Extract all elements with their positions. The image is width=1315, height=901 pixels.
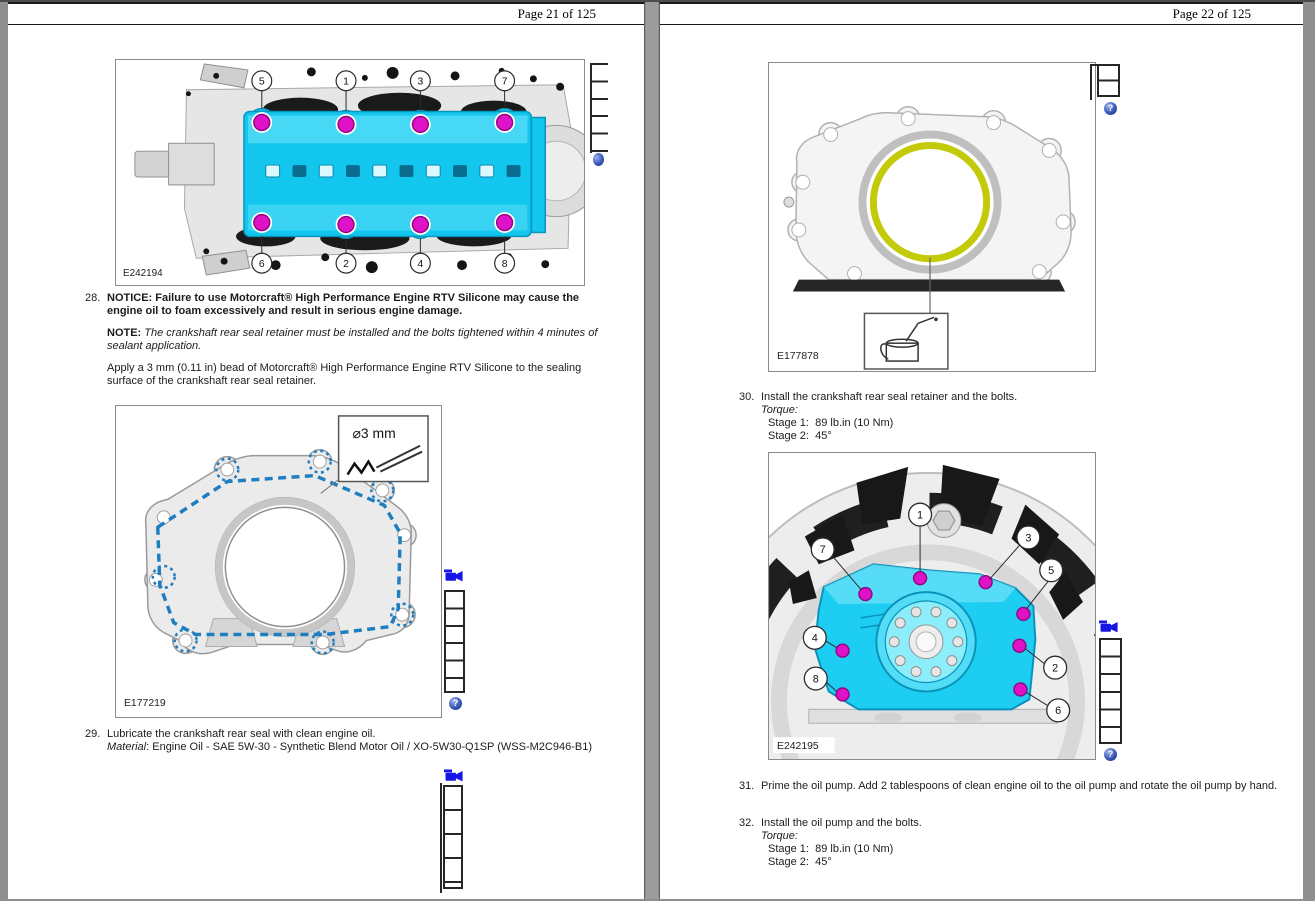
pump-callouts: 1 3 5 7 4 8 2 6 [802,502,1071,723]
step-29-line1: Lubricate the crankshaft rear seal with … [107,728,376,740]
help-glyph: ? [1107,103,1114,113]
material-label: Material [107,741,147,753]
retainer-bolt-holes [791,111,1071,282]
callout-7: 7 [820,544,826,556]
table-border-line [440,783,442,893]
callout-5: 5 [259,76,265,87]
callout-1: 1 [917,509,923,521]
table-cells [443,785,463,889]
table-border-line [1090,64,1092,100]
cyan-oil-pump-highlight [813,563,1037,711]
bedplate-bolts [251,112,516,235]
table-border-line [1090,64,1099,66]
page-22-header-rule [660,24,1303,25]
step-31: 31. Prime the oil pump. Add 2 tablespoon… [739,780,1296,793]
bead-diameter-label: ⌀3 mm [353,425,396,441]
broken-table-cells [590,63,608,153]
window-frame-top [0,0,1315,2]
torque-stage1: Stage 1: 89 lb.in (10 Nm) [768,843,894,855]
step-number: 29. [85,728,101,740]
step-32-line1: Install the oil pump and the bolts. [761,817,922,829]
page-21-header-rule [8,24,644,25]
seal-yellow-highlight [869,141,991,263]
callout-3: 3 [417,76,423,87]
figure-oil-pump: 1 3 5 7 4 8 2 6 E242195 [768,452,1096,760]
page-21: Page 21 of 125 [8,2,645,899]
figure-seal-retainer-bead: ⌀3 mm E177219 [115,405,442,718]
help-glyph: ? [1107,749,1114,759]
note-text: NOTE: The crankshaft rear seal retainer … [107,327,598,352]
step-number: 28. [85,292,101,304]
oil-can-inset [863,257,949,370]
step-30: 30. Install the crankshaft rear seal ret… [739,391,1284,443]
video-camera-icon[interactable] [1099,620,1118,633]
step-number: 30. [739,391,755,403]
broken-table-cells [444,590,465,693]
video-camera-icon[interactable] [444,569,463,582]
broken-table-cells [1090,64,1120,100]
step-29: 29. Lubricate the crankshaft rear seal w… [85,728,604,754]
page-gutter [646,2,658,899]
callout-1: 1 [343,76,349,87]
retainer-plate-illustration [783,105,1076,292]
callout-6: 6 [259,259,265,270]
help-icon[interactable]: ? [1104,102,1117,115]
callout-7: 7 [502,76,508,87]
torque-stage2: Stage 2: 45° [768,430,832,442]
step-number: 31. [739,780,755,792]
callout-6: 6 [1055,705,1061,717]
figure-engine-bedplate: 5 1 3 7 6 2 4 8 E242194 [115,59,585,286]
pump-bolt-circle-holes [888,606,964,678]
callout-3: 3 [1025,532,1031,544]
gasket-edge [792,279,1066,292]
figure-label: E242194 [123,268,163,279]
bedplate-slots [265,164,521,178]
retainer-plate-illustration [144,448,417,656]
torque-stage2: Stage 2: 45° [768,856,832,868]
block-cavities [788,464,1084,620]
step-number: 32. [739,817,755,829]
oil-can-drawing [880,316,935,362]
pump-bolts [835,570,1031,702]
torque-stage1: Stage 1: 89 lb.in (10 Nm) [768,417,894,429]
torque-label: Torque: [761,404,798,416]
figure-label: E177878 [777,351,819,362]
step-29-material: Material: Engine Oil - SAE 5W-30 - Synth… [107,741,592,753]
callout-2: 2 [1052,662,1058,674]
cyan-bedplate-highlight [243,107,547,240]
figure-label: E242195 [777,741,819,752]
help-icon[interactable]: ? [449,697,462,710]
bedplate-callouts: 5 1 3 7 6 2 4 8 [251,70,516,274]
figure-label: E177219 [124,698,166,709]
callout-4: 4 [417,259,423,270]
callout-8: 8 [813,673,819,685]
step-30-line1: Install the crankshaft rear seal retaine… [761,391,1018,403]
notice-text: NOTICE: Failure to use Motorcraft® High … [107,292,580,317]
callout-8: 8 [502,259,508,270]
sealant-squiggle [346,459,376,476]
partial-help-icon[interactable] [593,153,604,166]
broken-table-cells [1099,638,1122,744]
video-camera-icon[interactable] [444,769,463,782]
page-22-header: Page 22 of 125 [1172,6,1251,21]
step-31-text: Prime the oil pump. Add 2 tablespoons of… [761,780,1278,792]
note-label: NOTE: [107,327,142,339]
callout-5: 5 [1048,565,1054,577]
label-backing [773,737,835,754]
step-28: 28. NOTICE: Failure to use Motorcraft® H… [85,292,604,388]
figure-seal-retainer-oil: E177878 [768,62,1096,372]
apply-text: Apply a 3 mm (0.11 in) bead of Motorcraf… [107,362,582,387]
step-32: 32. Install the oil pump and the bolts. … [739,817,1296,869]
bead-size-inset: ⌀3 mm [320,415,429,494]
callout-2: 2 [343,259,349,270]
page-21-header: Page 21 of 125 [517,6,596,21]
torque-label: Torque: [761,830,798,842]
help-glyph: ? [452,698,459,708]
broken-table-cells [440,783,465,895]
page-22: Page 22 of 125 [659,2,1303,899]
callout-4: 4 [812,633,818,645]
help-icon[interactable]: ? [1104,748,1117,761]
